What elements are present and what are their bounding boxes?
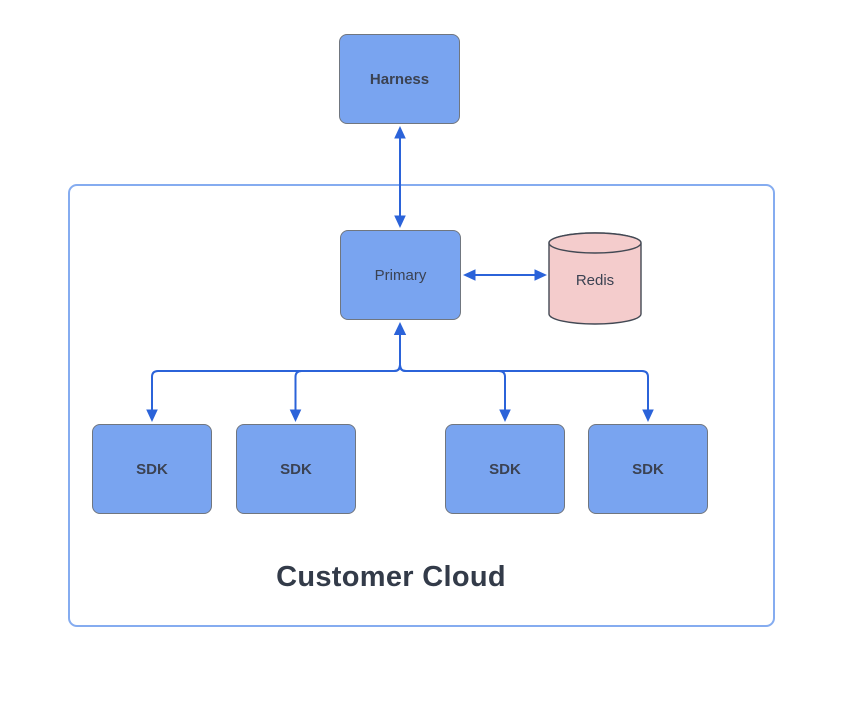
node-sdk-4-label: SDK bbox=[632, 460, 664, 478]
node-sdk-2: SDK bbox=[236, 424, 356, 514]
node-sdk-1: SDK bbox=[92, 424, 212, 514]
node-sdk-1-label: SDK bbox=[136, 460, 168, 478]
node-sdk-4: SDK bbox=[588, 424, 708, 514]
node-sdk-3: SDK bbox=[445, 424, 565, 514]
customer-cloud-container bbox=[68, 184, 775, 627]
node-sdk-2-label: SDK bbox=[280, 460, 312, 478]
node-redis-label: Redis bbox=[575, 272, 615, 289]
node-sdk-3-label: SDK bbox=[489, 460, 521, 478]
customer-cloud-label: Customer Cloud bbox=[276, 561, 506, 593]
node-harness: Harness bbox=[339, 34, 460, 124]
arrowhead-up-into-harness bbox=[394, 126, 406, 139]
node-harness-label: Harness bbox=[369, 70, 430, 88]
node-primary-label: Primary bbox=[374, 266, 427, 284]
node-primary: Primary bbox=[340, 230, 461, 320]
